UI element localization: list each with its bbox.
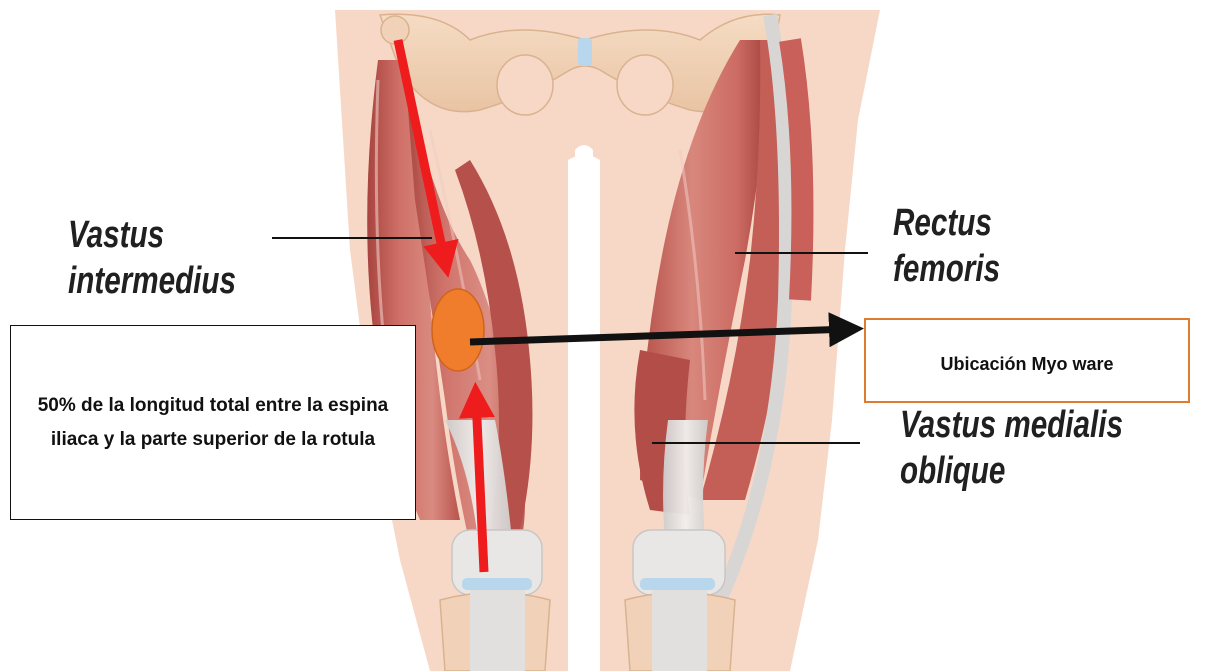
vastus-medialis-line1: Vastus medialis bbox=[900, 402, 1123, 448]
vastus-intermedius-line1: Vastus bbox=[68, 212, 236, 258]
measurement-note-box: 50% de la longitud total entre la espina… bbox=[10, 325, 416, 520]
sensor-location-text: Ubicación Myo ware bbox=[940, 354, 1113, 375]
left-knee bbox=[440, 530, 550, 671]
sensor-location-marker bbox=[432, 289, 484, 371]
vastus-intermedius-label: Vastus intermedius bbox=[68, 212, 236, 304]
vastus-medialis-oblique-label: Vastus medialis oblique bbox=[900, 402, 1123, 494]
measurement-note-text: 50% de la longitud total entre la espina… bbox=[29, 389, 397, 457]
rectus-femoris-line2: femoris bbox=[893, 246, 1000, 292]
vastus-intermedius-line2: intermedius bbox=[68, 258, 236, 304]
right-knee bbox=[625, 530, 735, 671]
sensor-location-box: Ubicación Myo ware bbox=[864, 318, 1190, 403]
rectus-femoris-line1: Rectus bbox=[893, 200, 1000, 246]
rectus-femoris-label: Rectus femoris bbox=[893, 200, 1000, 292]
vastus-medialis-line2: oblique bbox=[900, 448, 1123, 494]
